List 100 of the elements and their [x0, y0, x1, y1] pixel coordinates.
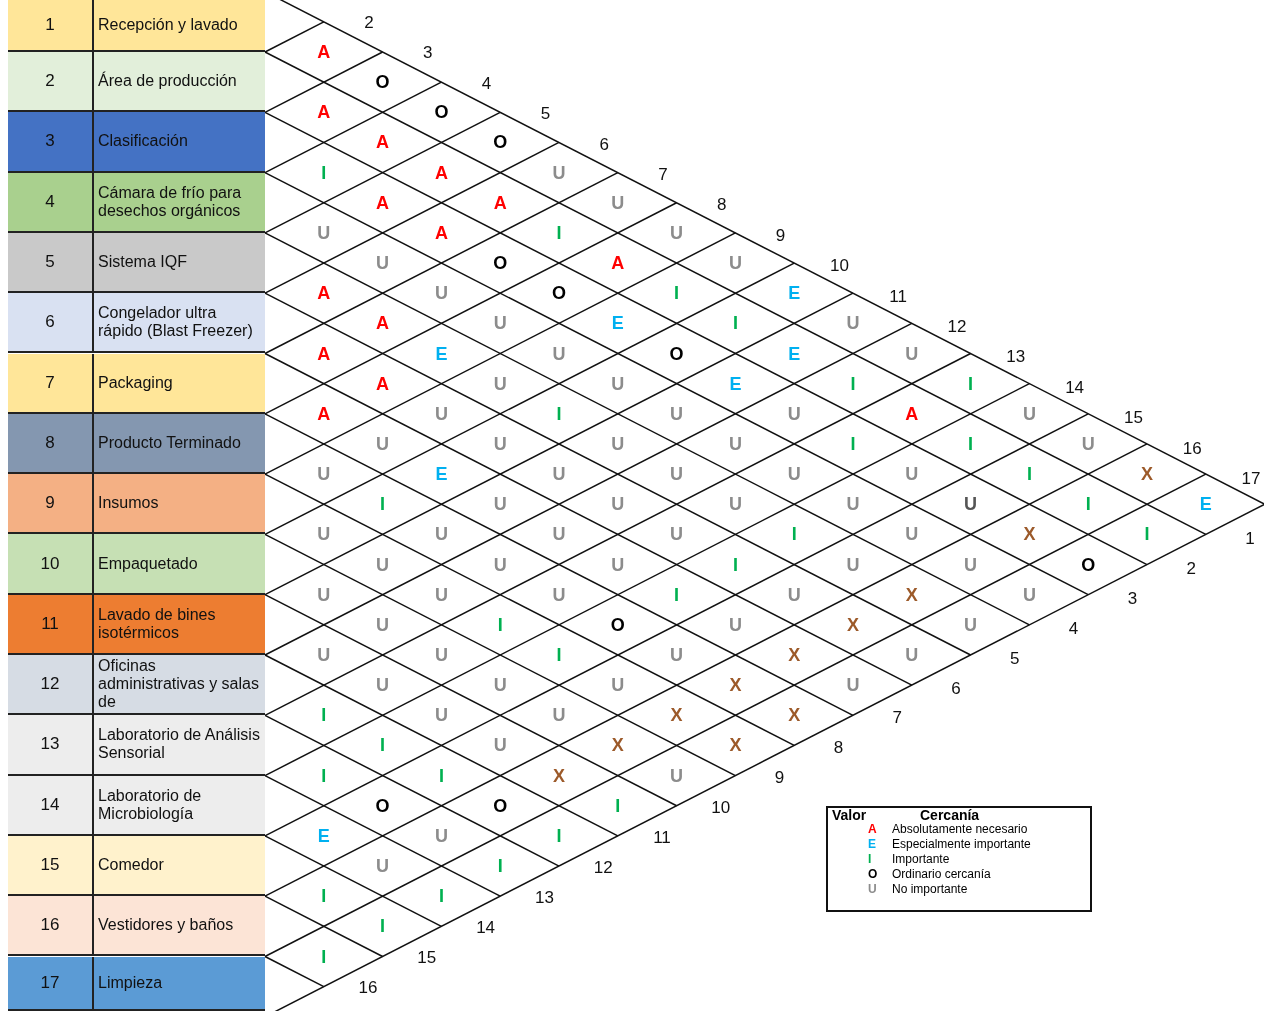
area-row: [8, 835, 265, 897]
relationship-code: I: [380, 917, 386, 936]
relationship-code: I: [556, 646, 562, 664]
relationship-code: U: [493, 314, 507, 333]
relationship-code: U: [787, 585, 801, 604]
area-row: [8, 52, 265, 113]
column-number: 11: [653, 828, 671, 846]
column-number: 5: [540, 104, 551, 122]
relationship-code: U: [434, 585, 448, 604]
relationship-code: U: [317, 646, 331, 664]
legend-text: Importante: [892, 853, 950, 865]
column-number: 8: [717, 195, 727, 213]
relationship-code: U: [787, 465, 801, 484]
relationship-code: U: [1081, 434, 1095, 453]
area-name: Lavado de bines isotérmicos: [98, 605, 217, 642]
relationship-code: A: [376, 374, 390, 393]
relationship-code: U: [493, 434, 507, 453]
column-number: 15: [417, 948, 437, 966]
relationship-code: E: [317, 826, 330, 845]
area-name: Packaging: [98, 373, 173, 392]
relationship-code: E: [435, 465, 448, 484]
relationship-code: I: [321, 163, 327, 182]
relationship-code: I: [497, 857, 503, 876]
relationship-code: A: [434, 163, 448, 182]
relationship-code: X: [553, 766, 565, 785]
relationship-code: A: [434, 223, 448, 242]
area-name: Producto Terminado: [98, 433, 241, 452]
relationship-code: E: [611, 314, 624, 333]
relationship-code: I: [321, 766, 327, 785]
relationship-code: U: [552, 525, 566, 544]
relationship-code: I: [850, 434, 856, 453]
relationship-code: O: [375, 796, 390, 815]
row-number: 13: [39, 734, 61, 755]
relationship-code: U: [376, 615, 390, 634]
column-number: 8: [833, 738, 844, 756]
relationship-code: U: [905, 465, 919, 484]
row-number: 8: [44, 432, 56, 453]
area-name: Clasificación: [98, 132, 188, 151]
relationship-code: X: [905, 585, 918, 604]
relationship-code: U: [670, 646, 684, 664]
relationship-code: I: [968, 374, 974, 393]
row-number: 10: [39, 553, 61, 574]
row-number: 6: [44, 312, 56, 333]
row-number: 11: [40, 613, 60, 634]
relationship-code: O: [1081, 555, 1096, 574]
relationship-code: U: [552, 344, 566, 363]
column-number: 6: [599, 135, 609, 153]
column-number: 10: [711, 798, 731, 816]
row-number: 3: [44, 131, 56, 152]
relationship-code: U: [728, 495, 742, 514]
relationship-code: U: [728, 615, 742, 634]
relationship-code: U: [376, 434, 390, 453]
relationship-code: U: [376, 555, 390, 574]
relationship-code: U: [611, 495, 625, 514]
relationship-code: E: [788, 284, 801, 303]
relationship-code: U: [552, 706, 566, 725]
relationship-code: U: [964, 555, 978, 574]
relationship-code: X: [611, 736, 624, 755]
row-number: 15: [39, 855, 61, 876]
relationship-code: A: [317, 103, 331, 122]
relationship-code: U: [611, 434, 625, 453]
area-row: [8, 0, 265, 52]
area-name: Laboratorio de Microbiología: [98, 786, 203, 823]
relationship-code: U: [434, 404, 448, 423]
relationship-code: A: [317, 43, 331, 61]
legend-code: O: [868, 868, 878, 880]
relationship-code: U: [670, 465, 684, 484]
relationship-code: U: [611, 374, 625, 393]
column-number: 12: [947, 317, 967, 335]
relationship-code: X: [1023, 525, 1036, 544]
relationship-code: U: [434, 706, 448, 725]
relationship-code: U: [905, 646, 919, 664]
relationship-code: O: [669, 344, 684, 363]
relationship-code: X: [788, 646, 801, 664]
row-number: 12: [39, 674, 61, 695]
relationship-code: I: [732, 314, 738, 333]
relationship-code: I: [968, 434, 974, 453]
relationship-code: A: [317, 284, 331, 303]
relationship-code: U: [905, 344, 919, 363]
row-number: 1: [44, 15, 56, 35]
relationship-code: U: [670, 223, 684, 242]
area-row: [8, 474, 265, 535]
area-row: [8, 896, 265, 957]
area-row: [8, 594, 265, 655]
area-name: Congelador ultra rápido (Blast Freezer): [98, 304, 254, 341]
area-name: Sistema IQF: [98, 253, 187, 272]
relationship-code: U: [846, 314, 860, 333]
relationship-code: A: [905, 404, 919, 423]
relationship-code: I: [850, 374, 856, 393]
relationship-code: U: [317, 223, 331, 242]
area-name: Empaquetado: [98, 554, 198, 573]
column-number: 14: [1065, 378, 1085, 396]
relationship-code: U: [670, 404, 684, 423]
column-number: 15: [1123, 408, 1143, 426]
area-row: [8, 293, 265, 354]
relationship-code: I: [674, 585, 680, 604]
column-number: 12: [593, 858, 613, 876]
relationship-code: U: [611, 676, 625, 695]
row-number: 5: [44, 252, 56, 273]
relationship-code: U: [317, 525, 331, 544]
